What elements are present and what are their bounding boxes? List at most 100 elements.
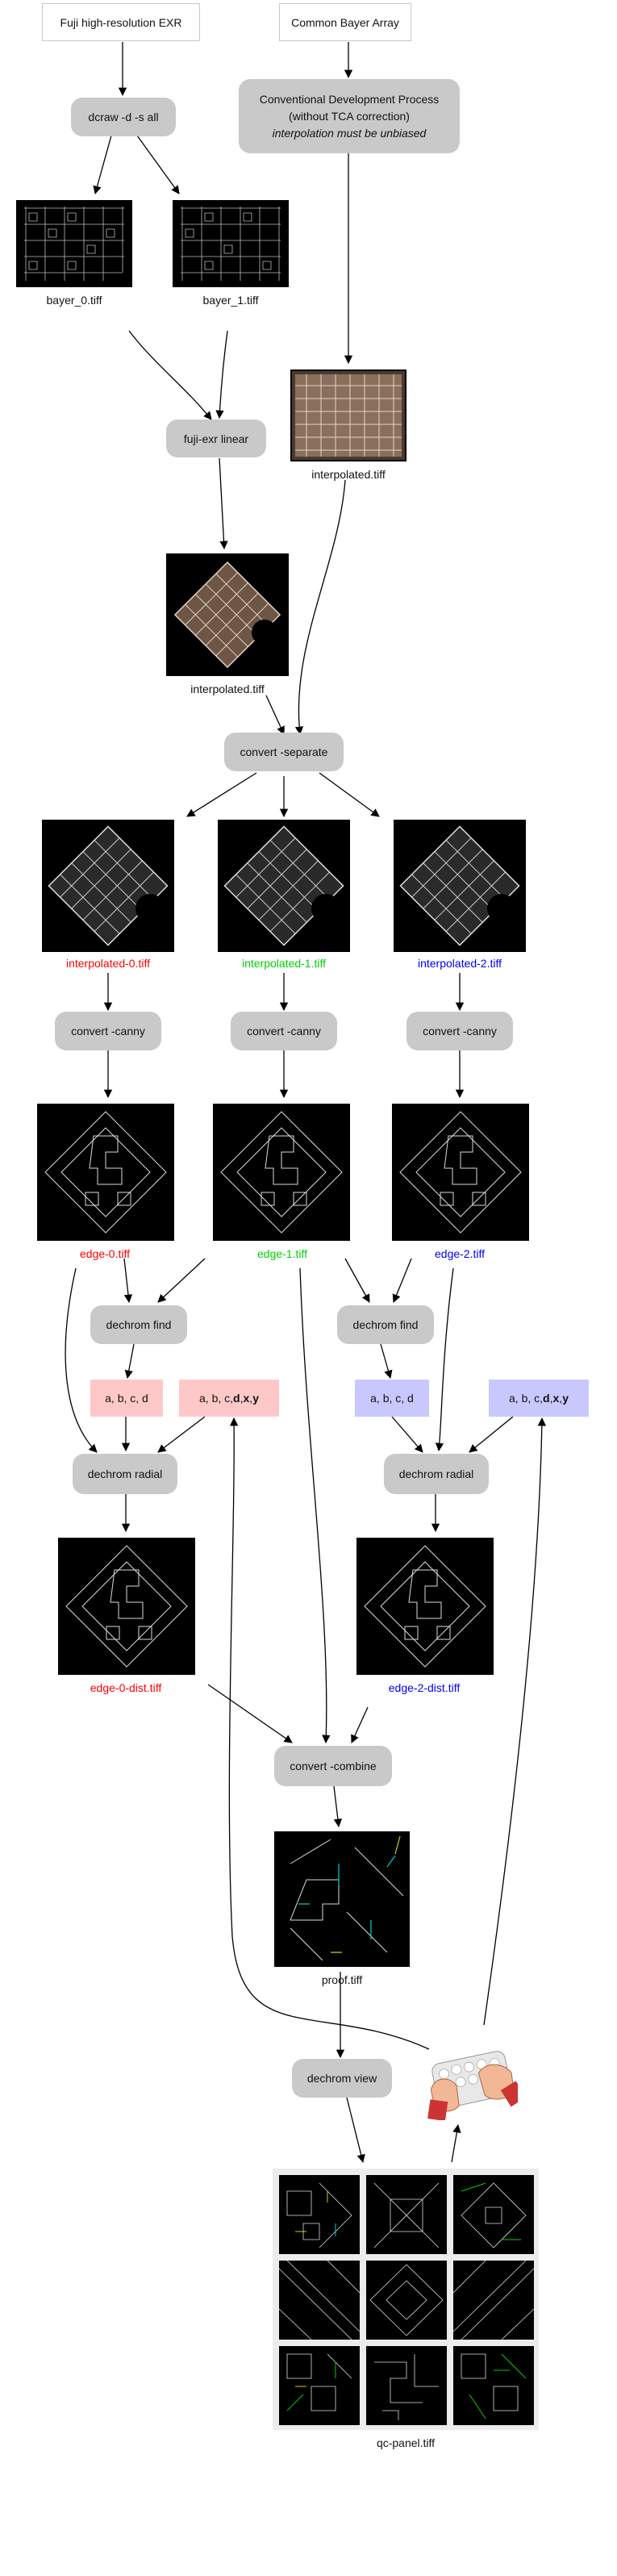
interpolated-0-image bbox=[42, 820, 174, 952]
edge-fujiexr-to-interp bbox=[219, 457, 228, 550]
edge-0-caption: edge-0.tiff bbox=[79, 1247, 131, 1260]
edge-view-to-panel bbox=[346, 2097, 365, 2164]
coefficients-abcdxy-2-prefix: a, b, c, bbox=[509, 1392, 544, 1405]
edge-separate-to-2 bbox=[319, 772, 380, 817]
edge-dcraw-to-bayer1 bbox=[136, 135, 180, 194]
fuji-exr-linear-process: fuji-exr linear bbox=[166, 420, 266, 457]
conventional-line-1: Conventional Development Process bbox=[259, 92, 440, 106]
separator-0a: , bbox=[240, 1392, 244, 1405]
coefficients-abcd-2: a, b, c, d bbox=[355, 1380, 429, 1417]
qc-tile bbox=[279, 2175, 360, 2254]
edge-1-image bbox=[213, 1104, 350, 1241]
bayer-array-source: Common Bayer Array bbox=[279, 3, 411, 41]
edge-bayer1-to-fujiexr bbox=[215, 330, 228, 420]
coefficients-abcdxy-0: a, b, c, d, x, y bbox=[179, 1380, 279, 1417]
canny-0-process: convert -canny bbox=[55, 1012, 161, 1050]
edge-2-dist-image bbox=[356, 1538, 494, 1675]
proof-image bbox=[274, 1831, 410, 1967]
canny-1-process: convert -canny bbox=[231, 1012, 337, 1050]
edge-dist2-to-combine bbox=[351, 1706, 369, 1743]
edge-find2-to-param bbox=[380, 1343, 393, 1379]
separate-process: convert -separate bbox=[224, 733, 344, 771]
edge-dist0-to-combine bbox=[207, 1684, 293, 1743]
separator-2a: , bbox=[549, 1392, 553, 1405]
edge-separate-to-0 bbox=[186, 772, 257, 817]
find-0-process: dechrom find bbox=[90, 1305, 187, 1344]
edge-edge0-to-find0 bbox=[123, 1258, 133, 1304]
edge-xy0-to-radial0 bbox=[157, 1416, 206, 1453]
interpolated-0-caption: interpolated-0.tiff bbox=[65, 957, 151, 970]
edge-bayer0-to-fujiexr bbox=[128, 330, 212, 420]
conventional-development-process: Conventional Development Process (withou… bbox=[239, 79, 460, 153]
edge-interp-fuji-to-separate bbox=[265, 695, 285, 735]
edge-2-image bbox=[392, 1104, 529, 1241]
coefficients-abcdxy-2: a, b, c, d, x, y bbox=[489, 1380, 589, 1417]
view-process: dechrom view bbox=[292, 2059, 392, 2098]
edge-xy2-to-radial2 bbox=[469, 1416, 514, 1453]
qc-tile bbox=[279, 2346, 360, 2425]
edge-edge1-to-find0 bbox=[157, 1258, 206, 1303]
interpolated-fuji-caption: interpolated.tiff bbox=[190, 683, 265, 695]
interpolated-2-image bbox=[394, 820, 526, 952]
bayer-0-image bbox=[16, 200, 132, 287]
edge-panel-to-user bbox=[451, 2123, 461, 2163]
bayer-1-image bbox=[173, 200, 289, 287]
interpolated-1-image bbox=[218, 820, 350, 952]
radial-2-process: dechrom radial bbox=[384, 1454, 489, 1494]
coefficient-y-2: y bbox=[562, 1392, 569, 1405]
edge-user-to-xy0 bbox=[228, 1417, 430, 2050]
interpolated-1-caption: interpolated-1.tiff bbox=[241, 957, 327, 970]
bayer-0-caption: bayer_0.tiff bbox=[46, 294, 102, 307]
bayer-1-caption: bayer_1.tiff bbox=[202, 294, 259, 307]
coefficients-abcdxy-0-prefix: a, b, c, bbox=[199, 1392, 234, 1405]
edge-edge1-to-combine bbox=[299, 1267, 331, 1744]
interpolated-2-caption: interpolated-2.tiff bbox=[417, 957, 502, 970]
edge-dcraw-to-bayer0 bbox=[93, 135, 112, 195]
qc-tile bbox=[279, 2261, 360, 2340]
qc-tile bbox=[453, 2175, 534, 2254]
edge-edge0-to-radial0 bbox=[65, 1267, 98, 1453]
qc-tile bbox=[366, 2346, 447, 2425]
qc-panel-image bbox=[273, 2169, 539, 2430]
edge-0-dist-image bbox=[58, 1538, 195, 1675]
qc-panel-caption: qc-panel.tiff bbox=[376, 2436, 436, 2449]
separator-2b: , bbox=[559, 1392, 563, 1405]
conventional-line-3: interpolation must be unbiased bbox=[272, 126, 427, 140]
edge-0-image bbox=[37, 1104, 174, 1241]
qc-tile bbox=[453, 2261, 534, 2340]
coefficients-abcd-0: a, b, c, d bbox=[90, 1380, 163, 1417]
edge-edge2-to-radial2 bbox=[435, 1267, 454, 1452]
find-2-process: dechrom find bbox=[337, 1305, 434, 1344]
proof-caption: proof.tiff bbox=[321, 1973, 363, 1986]
edge-edge2-to-find2 bbox=[392, 1258, 412, 1303]
hands-on-keyboard-icon bbox=[423, 2033, 527, 2122]
dcraw-process: dcraw -d -s all bbox=[71, 98, 176, 136]
interpolated-conventional-caption: interpolated.tiff bbox=[311, 468, 386, 481]
combine-process: convert -combine bbox=[274, 1746, 392, 1786]
edge-0-dist-caption: edge-0-dist.tiff bbox=[90, 1681, 162, 1694]
radial-0-process: dechrom radial bbox=[73, 1454, 177, 1494]
qc-tile bbox=[453, 2346, 534, 2425]
edge-find0-to-param bbox=[124, 1343, 135, 1380]
coefficient-d-2: d bbox=[543, 1392, 550, 1405]
edge-user-to-xy2 bbox=[483, 1417, 547, 2026]
separator-0b: , bbox=[249, 1392, 253, 1405]
canny-2-process: convert -canny bbox=[406, 1012, 513, 1050]
qc-tile bbox=[366, 2261, 447, 2340]
coefficient-d-0: d bbox=[233, 1392, 240, 1405]
conventional-line-2: (without TCA correction) bbox=[289, 109, 410, 123]
coefficient-x-2: x bbox=[552, 1392, 560, 1405]
coefficient-y-0: y bbox=[252, 1392, 259, 1405]
edge-interp-conv-to-separate bbox=[294, 479, 346, 736]
coefficient-x-0: x bbox=[243, 1392, 250, 1405]
interpolated-conventional-image bbox=[290, 369, 406, 461]
edge-combine-to-proof bbox=[333, 1785, 343, 1828]
edge-1-caption: edge-1.tiff bbox=[256, 1247, 308, 1260]
qc-tile bbox=[366, 2175, 447, 2254]
edge-edge1-to-find2 bbox=[344, 1258, 370, 1303]
fuji-exr-source: Fuji high-resolution EXR bbox=[42, 3, 200, 41]
edge-2-caption: edge-2.tiff bbox=[434, 1247, 486, 1260]
edge-abcd2-to-radial2 bbox=[391, 1416, 423, 1453]
edge-2-dist-caption: edge-2-dist.tiff bbox=[388, 1681, 461, 1694]
